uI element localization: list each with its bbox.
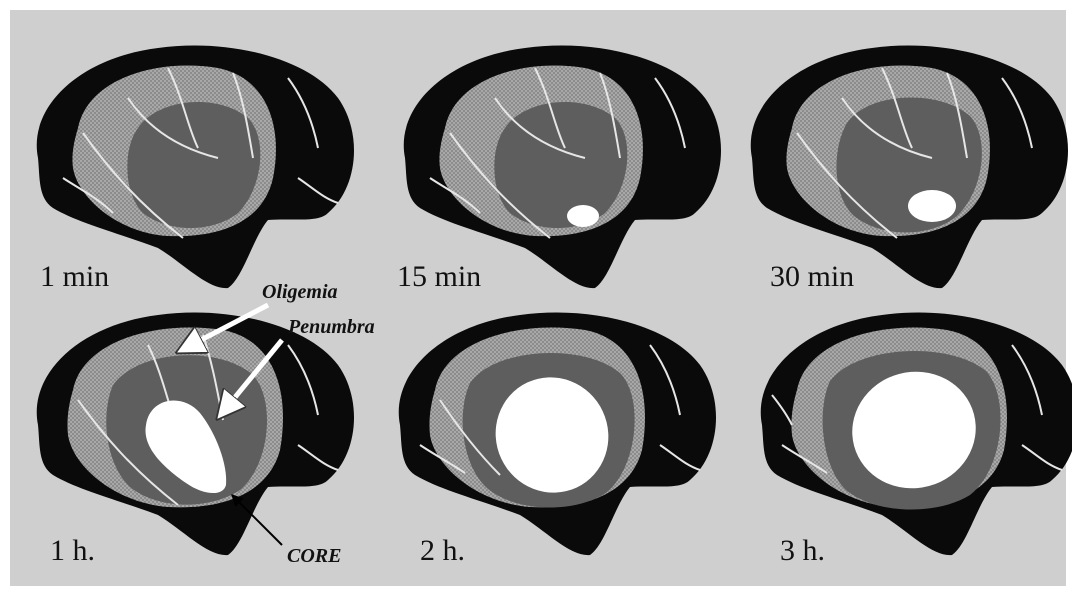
panel-15-min: 15 min bbox=[397, 45, 721, 293]
panel-2-h: 2 h. bbox=[399, 312, 716, 567]
panel-1-h: 1 h. bbox=[37, 312, 354, 567]
panel-30-min: 30 min bbox=[751, 45, 1068, 293]
time-label: 2 h. bbox=[420, 534, 465, 567]
penumbra-label: Penumbra bbox=[287, 316, 375, 338]
time-label: 30 min bbox=[770, 260, 854, 293]
panel-3-h: 3 h. bbox=[761, 312, 1072, 567]
panel-1-min: 1 min bbox=[37, 45, 354, 293]
time-label: 1 h. bbox=[50, 534, 95, 567]
oligemia-label: Oligemia bbox=[262, 281, 338, 303]
time-label: 15 min bbox=[397, 260, 481, 293]
core-region bbox=[567, 205, 599, 227]
time-label: 3 h. bbox=[780, 534, 825, 567]
time-label: 1 min bbox=[40, 260, 109, 293]
core-region bbox=[908, 190, 956, 222]
core-label: CORE bbox=[287, 545, 341, 567]
